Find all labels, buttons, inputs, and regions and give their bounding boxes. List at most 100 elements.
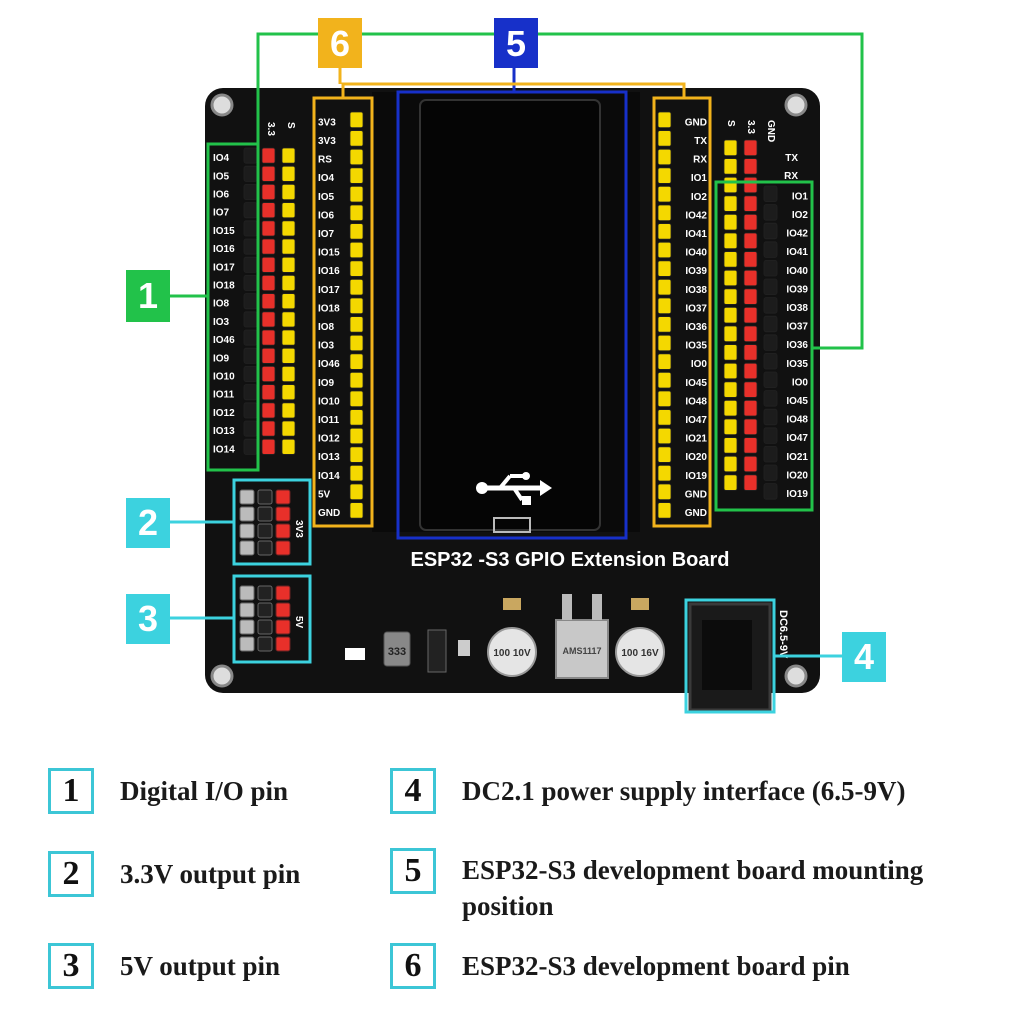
pin-label: IO19 [685,471,707,482]
pin-black [257,540,273,556]
pin-black [243,329,258,346]
inductor-label: 333 [388,646,406,658]
pin-label: IO40 [786,266,808,277]
pin-label: IO21 [786,452,808,463]
pin-red [743,381,758,398]
pin-black [243,293,258,310]
pin-yellow [281,183,296,200]
pin-label: IO10 [318,396,340,407]
pin-yellow [281,147,296,164]
pin-yellow [723,399,738,417]
voltage-regulator [555,619,609,679]
pin-label: IO13 [318,452,340,463]
pin-yellow [657,130,672,147]
pin-label: IO8 [318,322,335,333]
pin-black [763,185,778,203]
pin-label: IO36 [685,322,707,333]
pin-red [743,325,758,343]
pin-label: IO9 [213,353,230,364]
callout-2-tag [126,498,170,548]
pin-black [243,238,258,255]
pin-label: IO39 [685,266,707,277]
pin-label: 3V3 [318,136,336,147]
pin-yellow [657,409,672,426]
pin-red [261,147,276,164]
column-head-label: S [725,120,736,127]
pin-yellow [657,167,672,184]
pin-yellow [281,329,296,346]
column-head-label: 3.3 [745,120,756,134]
pin-black [243,165,258,182]
pin-label: IO35 [786,359,808,370]
pin-red [261,438,276,455]
pin-label: IO18 [318,303,340,314]
pin-label: IO17 [318,285,340,296]
pin-yellow [657,241,672,259]
pin-label: GND [685,508,707,519]
pin-label: IO10 [213,372,235,383]
pin-yellow [349,185,364,203]
inductor [383,631,411,667]
pin-black [243,347,258,364]
pin-yellow [657,483,672,501]
pin-yellow [723,437,738,454]
pin-yellow [657,427,672,445]
callout-box-1-right [714,180,814,512]
pin-label: IO0 [691,359,708,370]
pin-red [275,489,291,505]
pin-black [257,489,273,505]
pin-red [261,365,276,382]
pin-yellow [723,158,738,175]
pin-black [763,297,778,314]
pin-yellow [723,362,738,380]
pin-label: IO3 [213,317,230,328]
callout-2-number: 2 [138,502,158,543]
column-head-label: 3.3 [265,122,276,136]
pin-yellow [657,260,672,277]
pin-yellow [657,390,672,408]
pin-red [743,288,758,305]
pin-red [743,269,758,287]
pin-label: IO46 [318,359,340,370]
mounting-hole [784,664,808,688]
pin-yellow [349,371,364,389]
pin-label: IO14 [318,471,340,482]
pin-label: IO6 [318,210,335,221]
pin-label: IO4 [213,153,230,164]
pin-red [743,158,758,175]
pin-black [257,602,273,618]
reg-lead [592,594,602,620]
pin-yellow [723,288,738,305]
pin-red [261,202,276,219]
pin-yellow [281,293,296,310]
legend-item-6: 6 ESP32-S3 development board pin [390,940,850,992]
pin-label: IO5 [213,171,230,182]
pin-black [243,402,258,419]
mounting-hole [210,664,234,688]
pin-label: IO48 [786,415,808,426]
pin-yellow [723,232,738,250]
dc-voltage-label: DC6.5-9V [777,610,789,659]
pin-black [763,315,778,333]
pin-label: IO48 [685,396,707,407]
pin-label: IO7 [318,229,335,240]
callout-4-number: 4 [854,636,874,677]
pin-yellow [723,195,738,212]
legend-text: 5V output pin [120,951,281,981]
legend-number: 2 [48,851,94,897]
pin-label: IO18 [213,281,235,292]
pin-black [257,619,273,635]
pin-yellow [281,238,296,255]
pin-red [743,474,758,491]
pin-black [763,259,778,277]
usb-icon [476,472,552,505]
pin-label: IO1 [691,173,708,184]
callout-1-tag [126,270,170,322]
pin-black [763,204,778,221]
pin-red [261,165,276,182]
pin-black [243,311,258,328]
pin-yellow [281,420,296,437]
pin-yellow [349,130,364,147]
pin-yellow [723,306,738,324]
pin-label: IO42 [786,229,808,240]
